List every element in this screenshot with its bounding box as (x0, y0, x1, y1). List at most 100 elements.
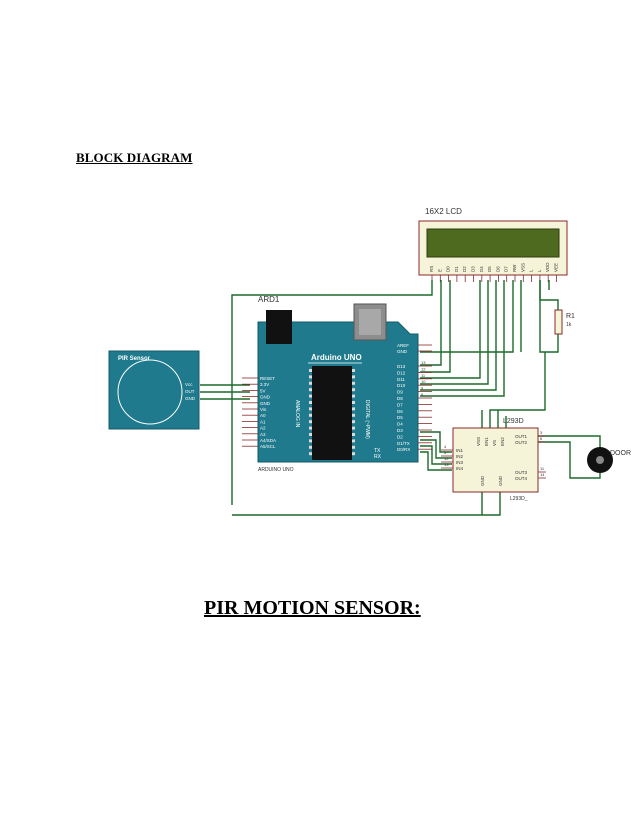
resistor-ref: R1 (566, 313, 575, 320)
arduino-left-pin-label: A1 (260, 419, 266, 424)
arduino-right-pin-label: D10 (397, 383, 406, 388)
arduino-left-pin-label: A4/SDA (260, 438, 276, 443)
motor-label: DOOR (610, 450, 631, 457)
arduino-right-pin-label: D0/RX (397, 447, 410, 452)
arduino-right-pin-label: D3 (397, 428, 403, 433)
arduino-left-pin-label: 5V (260, 388, 266, 393)
arduino-left-pin-label: RESET (260, 376, 275, 381)
arduino-pin-number: 11 (421, 373, 426, 378)
l293d-top-pin-label: EN1 (484, 437, 489, 446)
l293d-top-pin-label: EN2 (500, 437, 505, 446)
lcd-pin-label: D6 (495, 266, 500, 272)
block-diagram-heading: BLOCK DIAGRAM (76, 150, 193, 165)
arduino-left-pin-label: GND (260, 401, 271, 406)
l293d-input-label: IN2 (456, 454, 464, 459)
arduino-right-pin-label: D8 (397, 396, 403, 401)
lcd-pin-label: D0 (446, 266, 451, 272)
l293d-bottom-pin-label: GND (498, 475, 503, 486)
l293d-pin-number: 13 (444, 462, 449, 467)
resistor-value: 1k (566, 322, 572, 328)
arduino-ref: ARD1 (258, 295, 280, 304)
l293d-output-label: OUT4 (515, 476, 527, 481)
lcd-pin-label: D7 (504, 266, 509, 272)
arduino-left-pin-label: 3.3V (260, 382, 269, 387)
arduino-right-pin-label: D11 (397, 377, 405, 382)
arduino-left-pin-label: A5/SCL (260, 444, 276, 449)
door-motor: DOOR (587, 447, 631, 473)
lcd-screen (426, 228, 560, 258)
l293d-pin-number: 3 (540, 430, 543, 435)
l293d-pin-number: 4 (444, 444, 447, 449)
lcd-title: 16X2 LCD (425, 207, 462, 216)
l293d-output-label: OUT3 (515, 470, 527, 475)
l293d-pin-number: 5 (444, 450, 447, 455)
l293d-bottom-pin-label: GND (480, 475, 485, 486)
l293d-top-pin-label: VSS (476, 437, 481, 446)
lcd-pin-label: VEE (554, 263, 559, 272)
arduino-pin-number: 13 (421, 360, 426, 365)
arduino-left-pin-label: A2 (260, 426, 266, 431)
pir-pin-label: GND (185, 396, 196, 401)
tx-label: TX (374, 448, 381, 454)
arduino-right-pin-label: D2 (397, 434, 403, 439)
lcd-pin-label: E (437, 269, 442, 272)
arduino-pin-number: 10 (421, 379, 426, 384)
l293d-input-label: IN4 (456, 466, 464, 471)
lcd-pin-label: RS (429, 266, 434, 272)
l293d-output-label: OUT1 (515, 434, 527, 439)
arduino-right-pin-label: D5 (397, 415, 403, 420)
arduino-right-pin-label: D4 (397, 422, 403, 427)
l293d-input-label: IN1 (456, 448, 464, 453)
lcd-pin-label: D1 (454, 266, 459, 272)
l293d-input-label: IN3 (456, 460, 464, 465)
arduino-pin-number: 12 (421, 366, 426, 371)
l293d-ref: L293D_ (510, 496, 528, 502)
l293d-pin-number: 12 (444, 456, 449, 461)
arduino-left-pin-label: A3 (260, 432, 266, 437)
arduino-right-pin-label: GND (397, 349, 408, 354)
lcd-pin-label: D3 (471, 266, 476, 272)
lcd-pin-label: RW (512, 264, 517, 272)
pir-pin-label: OUT (185, 389, 195, 394)
digital-label: DIGITAL (~PWM) (364, 400, 370, 439)
lcd-pin-label: D4 (479, 266, 484, 272)
analog-label: ANALOG IN (294, 400, 300, 428)
arduino-board: ARD1 Arduino UNO ANALOG IN DIGITAL (~PWM… (242, 295, 432, 473)
arduino-right-pin-label: D12 (397, 370, 406, 375)
arduino-right-pin-label: AREF (397, 343, 409, 348)
arduino-right-pin-label: D6 (397, 409, 403, 414)
pir-motion-sensor-heading: PIR MOTION SENSOR: (204, 597, 421, 619)
l293d-pin-number: 14 (540, 472, 545, 477)
lcd-pin-label: D5 (487, 266, 492, 272)
lcd-pin-label: D2 (462, 266, 467, 272)
arduino-right-pin-label: D13 (397, 364, 406, 369)
lcd-pin-label: VSS (520, 263, 525, 272)
arduino-left-pin-label: A0 (260, 413, 266, 418)
rx-label: RX (374, 454, 382, 460)
pir-title: PIR Sensor (118, 356, 151, 362)
lcd-pin-label: VDD (545, 262, 550, 272)
pir-pin-label: Vcc (185, 382, 193, 387)
l293d-output-label: OUT2 (515, 440, 527, 445)
lcd-pin-label: L (537, 269, 542, 272)
lcd-pin-label: L (529, 269, 534, 272)
arduino-left-pin-label: Vin (260, 407, 267, 412)
arduino-title: Arduino UNO (311, 353, 362, 362)
arduino-right-pins: AREFGNDD13D12D11D10D9D8D7D6D5D4D3D2D1/TX… (397, 343, 432, 452)
l293d-pin-number: 11 (540, 466, 545, 471)
l293d-pin-number: 6 (540, 436, 543, 441)
resistor-r1: R1 1k (554, 309, 575, 335)
arduino-right-pin-label: D7 (397, 402, 403, 407)
arduino-left-pin-label: GND (260, 395, 271, 400)
l293d-top-pin-label: VS (492, 440, 497, 446)
arduino-right-pin-label: D9 (397, 390, 403, 395)
l293d-title: L293D (503, 418, 524, 425)
arduino-footer: ARDUINO UNO (258, 467, 294, 473)
arduino-pin-number: 9 (421, 386, 424, 391)
